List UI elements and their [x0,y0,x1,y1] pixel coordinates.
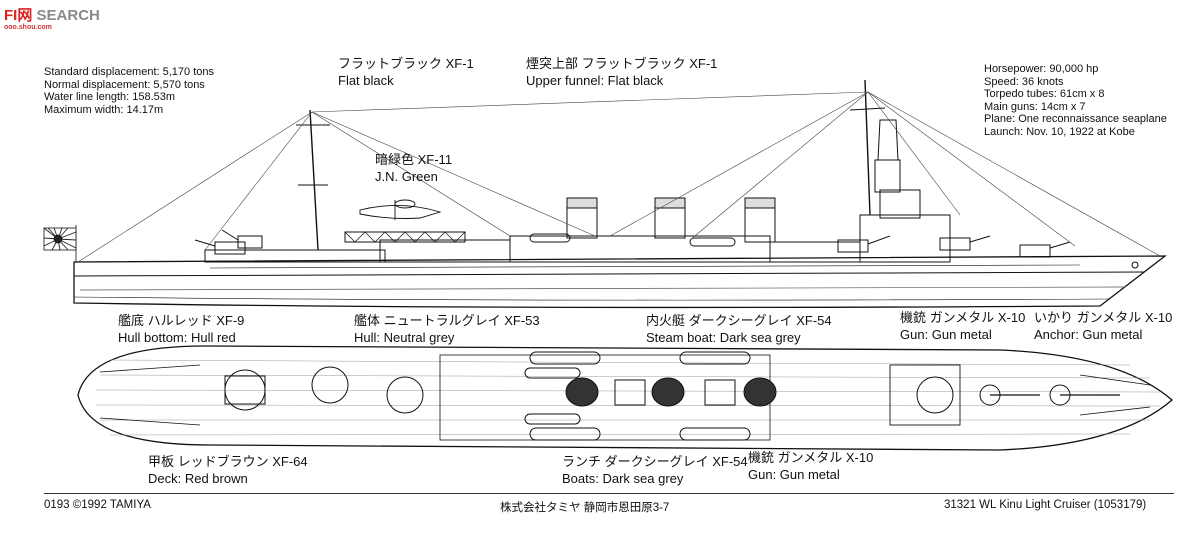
footer-company: 株式会社タミヤ 静岡市恩田原3-7 [500,502,670,514]
callout-jp: 甲板 レッドブラウン XF-64 [148,454,308,469]
footer-copyright: ©1992 TAMIYA [72,499,151,511]
footer-left: 0193 ©1992 TAMIYA [44,499,151,511]
callout-en: Flat black [338,73,394,88]
callout-en: Gun: Gun metal [900,327,992,342]
callout-jp: ランチ ダークシーグレイ XF-54 [562,454,748,469]
waterline [73,296,1111,301]
spec-line: Maximum width: 14.17m [44,103,164,116]
watermark-brand: FI [4,7,18,24]
callout-hull-bottom: 艦底 ハルレッド XF-9 Hull bottom: Hull red [118,312,244,346]
callout-jp: 艦底 ハルレッド XF-9 [118,313,245,328]
callout-en: Upper funnel: Flat black [526,73,664,88]
ensign-flag [43,225,77,262]
callout-upper-funnel: 煙突上部 フラットブラック XF-1 Upper funnel: Flat bl… [526,55,717,89]
callout-en: J.N. Green [375,169,438,184]
deck-plan [77,345,1173,451]
side-profile [43,79,1167,309]
callout-jp: 艦体 ニュートラルグレイ XF-53 [354,313,540,328]
callout-en: Boats: Dark sea grey [562,471,684,486]
callout-jp: 暗緑色 XF-11 [375,152,453,167]
footer-code: 0193 [44,499,70,511]
watermark-url: ooo.shou.com [4,24,52,31]
funnel-top-1 [565,377,599,407]
callout-jp: 内火艇 ダークシーグレイ XF-54 [646,313,832,328]
callout-en: Anchor: Gun metal [1034,327,1143,342]
callout-deck: 甲板 レッドブラウン XF-64 Deck: Red brown [148,453,308,487]
spec-line: Normal displacement: 5,570 tons [44,78,205,91]
watermark-brand-cn: 网 [17,7,33,24]
callout-en: Steam boat: Dark sea grey [646,330,801,345]
deck-outline [77,345,1173,451]
spec-line: Launch: Nov. 10, 1922 at Kobe [984,125,1135,138]
spec-line: Plane: One reconnaissance seaplane [984,113,1167,125]
callout-boats: ランチ ダークシーグレイ XF-54 Boats: Dark sea grey [562,453,748,487]
callout-anchor: いかり ガンメタル X-10 Anchor: Gun metal [1034,309,1172,343]
callout-jp: 機銃 ガンメタル X-10 [748,450,874,465]
specs-right: Horsepower: 90,000 hp Speed: 36 knots To… [984,63,1167,138]
hull-outline [73,255,1167,309]
callout-hull: 艦体 ニュートラルグレイ XF-53 Hull: Neutral grey [354,312,540,346]
callout-gun-bottom: 機銃 ガンメタル X-10 Gun: Gun metal [748,449,873,483]
portholes [209,264,1081,269]
rigging [77,91,1161,263]
watermark-search-word: SEARCH [36,7,100,24]
callout-gun-top: 機銃 ガンメタル X-10 Gun: Gun metal [900,309,1025,343]
callout-flat-black: フラットブラック XF-1 Flat black [338,55,474,89]
spec-line: Torpedo tubes: 61cm x 8 [984,88,1105,100]
callout-en: Hull bottom: Hull red [118,330,236,345]
callout-jp: 機銃 ガンメタル X-10 [900,310,1026,325]
specs-left: Standard displacement: 5,170 tons Normal… [44,66,214,116]
callout-steam-boat: 内火艇 ダークシーグレイ XF-54 Steam boat: Dark sea … [646,312,832,346]
callout-jp: フラットブラック XF-1 [338,56,474,71]
watermark-logo: FI网 SEARCH [4,4,100,25]
spec-line: Main guns: 14cm x 7 [984,100,1086,113]
spec-line: Horsepower: 90,000 hp [984,63,1099,75]
seaplane [359,199,442,220]
spec-line: Standard displacement: 5,170 tons [44,66,215,78]
callout-jn-green: 暗緑色 XF-11 J.N. Green [375,151,452,185]
callout-en: Gun: Gun metal [748,467,840,482]
footer-product: 31321 WL Kinu Light Cruiser (1053179) [944,499,1147,511]
spec-line: Speed: 36 knots [984,75,1064,88]
funnel-top-3 [743,377,777,407]
footer-rule [44,493,1174,494]
funnel-top-2 [651,377,685,407]
callout-en: Hull: Neutral grey [354,330,455,345]
spec-line: Water line length: 158.53m [44,91,176,103]
callout-en: Deck: Red brown [148,471,248,486]
callout-jp: いかり ガンメタル X-10 [1034,310,1173,325]
callout-jp: 煙突上部 フラットブラック XF-1 [526,56,718,71]
